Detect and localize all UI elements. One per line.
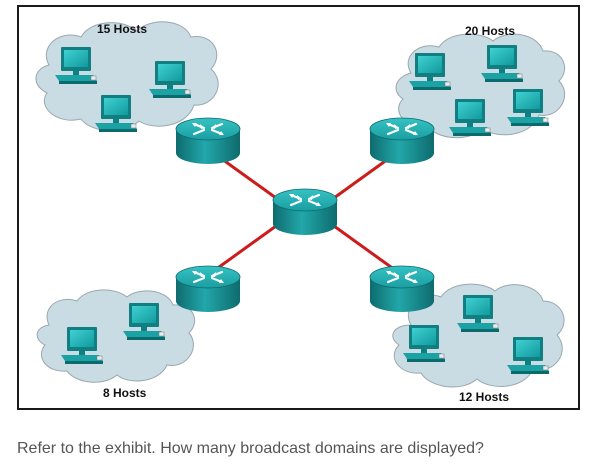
router-icon-top-right xyxy=(368,116,436,166)
router-icon-center xyxy=(271,187,339,237)
network-label-bottom-right: 12 Hosts xyxy=(459,390,509,404)
computer-icon xyxy=(402,324,446,363)
router-icon-top-left xyxy=(174,116,242,166)
computer-icon xyxy=(506,336,550,375)
network-exhibit: 15 Hosts 20 Hosts 8 Hosts 12 Hosts xyxy=(17,5,580,410)
question-text: Refer to the exhibit. How many broadcast… xyxy=(17,440,484,457)
network-diagram: 15 Hosts 20 Hosts 8 Hosts 12 Hosts xyxy=(35,21,565,404)
computer-icon xyxy=(54,46,98,85)
computer-icon xyxy=(480,44,524,83)
link-center-bottom-left xyxy=(206,219,285,277)
network-label-bottom-left: 8 Hosts xyxy=(103,386,147,400)
computer-icon xyxy=(456,294,500,333)
computer-icon xyxy=(506,88,550,127)
computer-icon xyxy=(60,326,104,365)
network-label-top-right: 20 Hosts xyxy=(465,24,515,38)
network-label-top-left: 15 Hosts xyxy=(97,22,147,36)
router-icon-bottom-right xyxy=(368,264,436,314)
computer-icon xyxy=(448,98,492,137)
router-icon-bottom-left xyxy=(174,264,242,314)
computer-icon xyxy=(122,302,166,341)
link-center-bottom-right xyxy=(325,219,404,277)
computer-icon xyxy=(408,52,452,91)
computer-icon xyxy=(148,60,192,99)
computer-icon xyxy=(94,94,138,133)
cloud-icon-bottom-left xyxy=(36,289,195,383)
